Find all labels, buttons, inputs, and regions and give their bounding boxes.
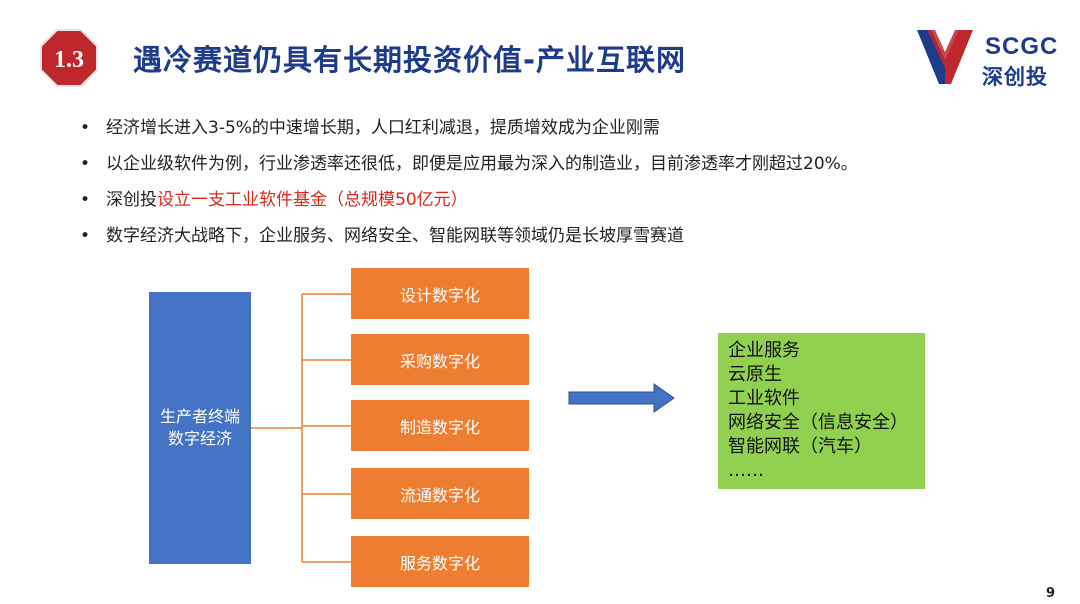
bullet-dot-icon: • <box>80 154 91 174</box>
bullet-dot-icon: • <box>80 190 91 210</box>
target-item: 工业软件 <box>728 388 800 409</box>
bullet-dot-icon: • <box>80 118 91 138</box>
scgc-logo-icon <box>917 30 973 84</box>
page-number: 9 <box>1046 586 1056 601</box>
bullet-list: • 经济增长进入3-5%的中速增长期，人口红利减退，提质增效成为企业刚需 • 以企业… <box>80 116 858 260</box>
target-item: …… <box>728 460 764 481</box>
target-item: 云原生 <box>728 364 782 385</box>
logo-text-cn: 深创投 <box>982 65 1048 89</box>
branch-box-manufacturing: 制造数字化 <box>351 400 529 451</box>
bullet-text: 经济增长进入3-5%的中速增长期，人口红利减退，提质增效成为企业刚需 <box>106 118 660 138</box>
target-box: 企业服务 云原生 工业软件 网络安全（信息安全） 智能网联（汽车） …… <box>718 333 925 489</box>
bullet-text: 深创投 <box>106 190 157 210</box>
target-item: 智能网联（汽车） <box>728 436 872 457</box>
source-label-line1: 生产者终端 <box>159 407 240 426</box>
bullet-item: • 数字经济大战略下，企业服务、网络安全、智能网联等领域仍是长坡厚雪赛道 <box>80 224 858 260</box>
bullet-item: • 以企业级软件为例，行业渗透率还很低，即便是应用最为深入的制造业，目前渗透率才刚… <box>80 152 858 188</box>
page-title: 遇冷赛道仍具有长期投资价值-产业互联网 <box>133 43 687 77</box>
branch-box-service: 服务数字化 <box>351 536 529 587</box>
logo-text-en: SCGC <box>985 33 1059 60</box>
bullet-dot-icon: • <box>80 226 91 246</box>
bullet-text: 以企业级软件为例，行业渗透率还很低，即便是应用最为深入的制造业，目前渗透率才刚超… <box>106 154 858 174</box>
source-box: 生产者终端 数字经济 <box>149 292 251 564</box>
branch-box-circulation: 流通数字化 <box>351 468 529 519</box>
right-arrow-icon <box>568 383 675 413</box>
bullet-item: • 经济增长进入3-5%的中速增长期，人口红利减退，提质增效成为企业刚需 <box>80 116 858 152</box>
target-item: 企业服务 <box>728 340 800 361</box>
source-label-line2: 数字经济 <box>167 429 232 448</box>
section-number: 1.3 <box>54 47 84 73</box>
target-item: 网络安全（信息安全） <box>728 412 908 433</box>
section-badge: 1.3 <box>40 29 98 87</box>
bullet-highlight: 设立一支工业软件基金（总规模50亿元） <box>157 190 468 210</box>
bullet-item: • 深创投设立一支工业软件基金（总规模50亿元） <box>80 188 858 224</box>
bullet-text: 数字经济大战略下，企业服务、网络安全、智能网联等领域仍是长坡厚雪赛道 <box>106 226 684 246</box>
branch-box-design: 设计数字化 <box>351 268 529 319</box>
branch-box-procurement: 采购数字化 <box>351 334 529 385</box>
